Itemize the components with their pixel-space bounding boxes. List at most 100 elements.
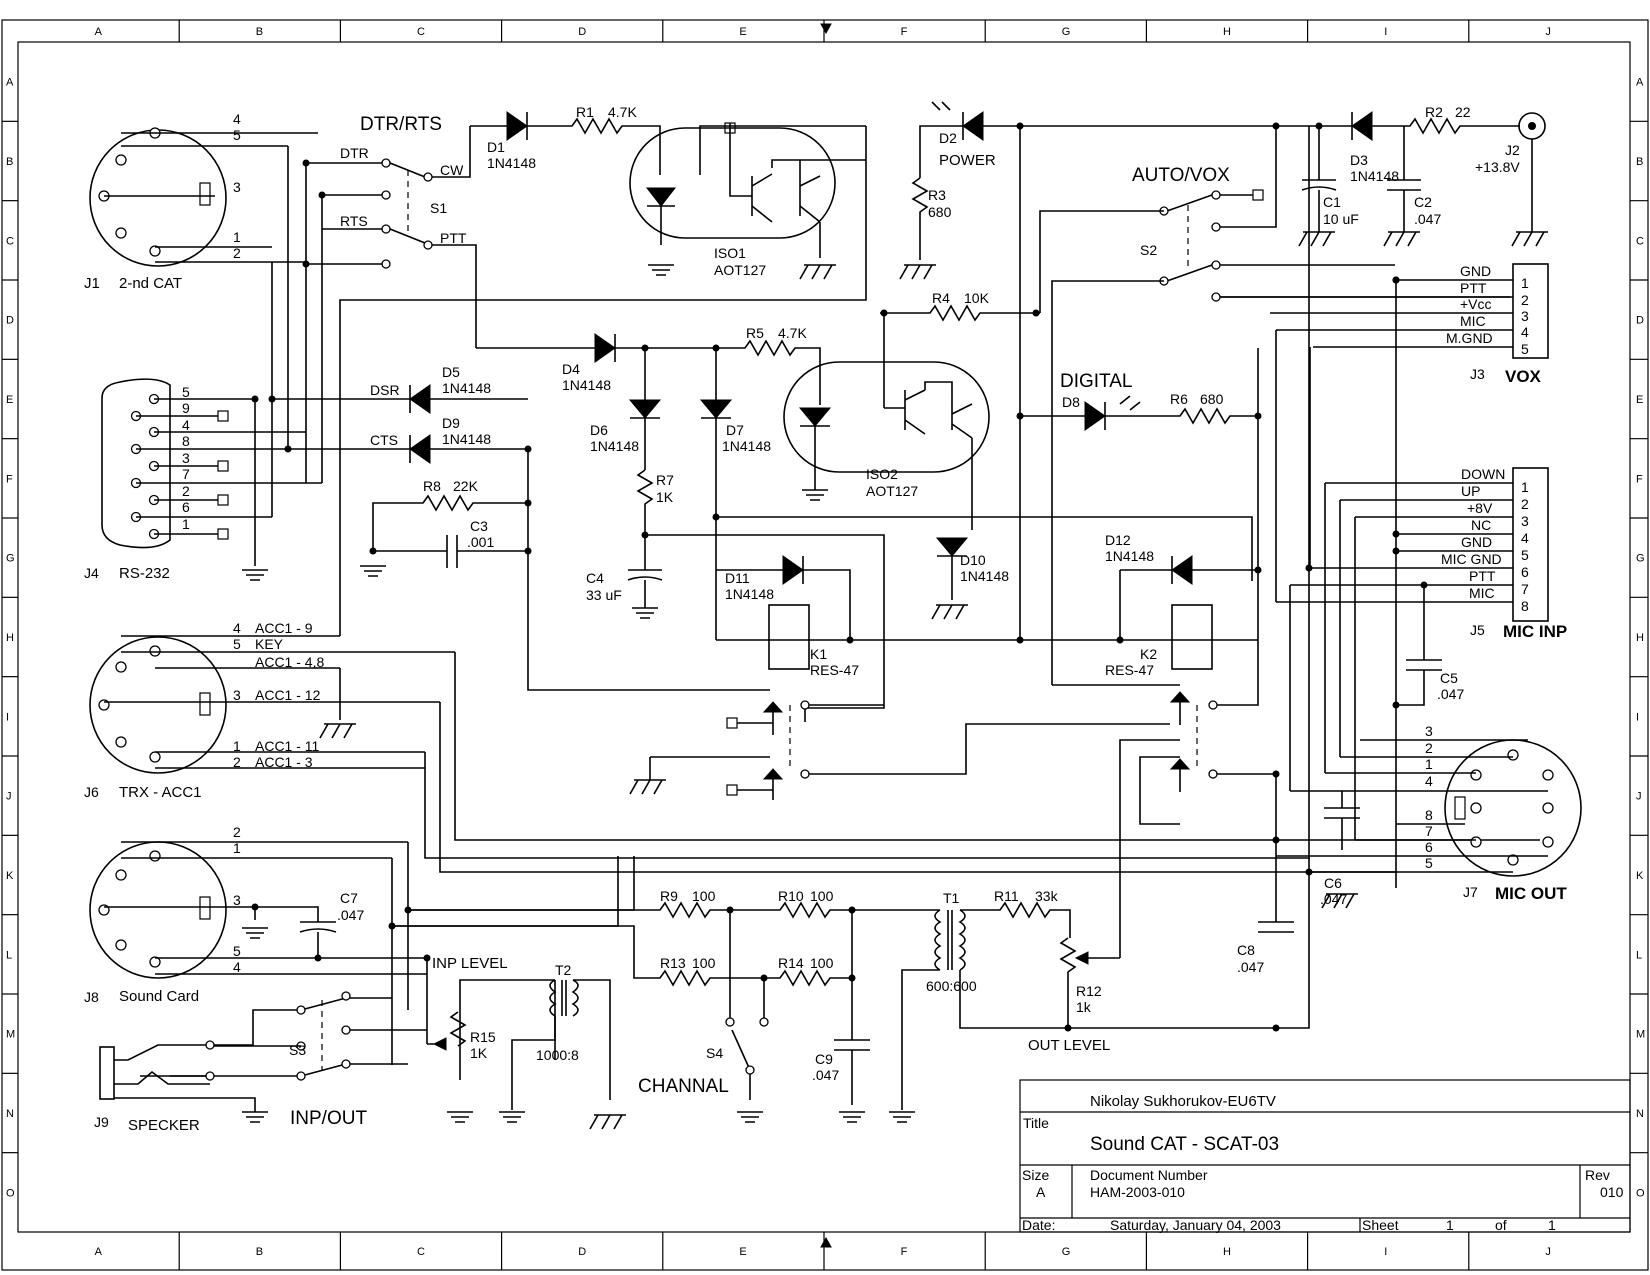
- r10-value: 100: [810, 888, 834, 904]
- r12-ref: R12: [1076, 983, 1102, 999]
- d6-ref: D6: [590, 422, 608, 438]
- grid-row-I-right: I: [1636, 711, 1639, 723]
- chassis-ground-icon: [319, 723, 356, 739]
- j5-pin-4: 4: [1521, 530, 1529, 546]
- power-led: D2 POWER R3 680: [911, 101, 1020, 260]
- r2-value: 22: [1455, 104, 1471, 120]
- j4-pin-4: 4: [182, 417, 190, 433]
- j4-db9-connector: 5 9 4 8 3 7 2 6 1 J4 RS-232: [84, 146, 326, 582]
- j7-pin-4: 4: [1425, 773, 1433, 789]
- j9-ref: J9: [94, 1114, 109, 1130]
- r15-ref: R15: [470, 1029, 496, 1045]
- dsr-label: DSR: [370, 382, 400, 398]
- j5-pin-ptt: PTT: [1469, 568, 1496, 584]
- r4-ref: R4: [932, 290, 950, 306]
- c7-value: .047: [337, 907, 364, 923]
- dtr-label: DTR: [340, 145, 369, 161]
- d12-ref: D12: [1105, 532, 1131, 548]
- d10-d11-k1: D10 1N4148 D11 1N4148 K1 RES-47: [716, 537, 1258, 678]
- j3-pin-3: 3: [1521, 308, 1529, 324]
- j7-ref: J7: [1463, 884, 1478, 900]
- d4-value: 1N4148: [562, 377, 611, 393]
- r1-value: 4.7K: [608, 104, 637, 120]
- j1-pin-4: 4: [233, 111, 241, 127]
- iso1-value: AOT127: [714, 262, 766, 278]
- acc-12-label: ACC1 - 12: [255, 687, 321, 703]
- ground-icon: [360, 565, 386, 577]
- j5-ref: J5: [1470, 622, 1485, 638]
- ground-icon: [499, 1111, 525, 1123]
- s3-ref: S3: [289, 1042, 306, 1058]
- k1-ref: K1: [810, 646, 827, 662]
- k2-value: RES-47: [1105, 662, 1154, 678]
- ground-icon: [889, 1111, 915, 1123]
- grid-row-B-right: B: [1636, 156, 1643, 168]
- j7-pin-2: 2: [1425, 740, 1433, 756]
- j5-pin-up: UP: [1461, 483, 1480, 499]
- ground-icon: [242, 569, 268, 581]
- r15-value: 1K: [470, 1045, 488, 1061]
- r14-ref: R14: [778, 955, 804, 971]
- j8-name: Sound Card: [119, 988, 199, 1005]
- grid-col-E-top: E: [739, 26, 746, 38]
- s2-ref: S2: [1140, 242, 1157, 258]
- grid-row-O-left: O: [6, 1187, 15, 1199]
- j5-pin-5: 5: [1521, 547, 1529, 563]
- j4-pin-8: 8: [182, 433, 190, 449]
- grid-row-G-left: G: [6, 553, 15, 565]
- grid-row-K-left: K: [6, 870, 14, 882]
- chassis-ground-icon: [931, 604, 968, 620]
- r4-value: 10K: [964, 290, 990, 306]
- d5-value: 1N4148: [442, 380, 491, 396]
- j6-name: TRX - ACC1: [119, 784, 202, 801]
- j3-ref: J3: [1470, 366, 1485, 382]
- grid-col-A-top: A: [95, 26, 103, 38]
- r11-value: 33k: [1035, 888, 1059, 904]
- r2-ref: R2: [1425, 104, 1443, 120]
- j6-ref: J6: [84, 784, 99, 800]
- j5-pin-2: 2: [1521, 496, 1529, 512]
- ground-icon: [242, 927, 268, 939]
- k1-value: RES-47: [810, 662, 859, 678]
- mic-out-label: MIC OUT: [1495, 884, 1567, 903]
- iso2-ref: ISO2: [866, 466, 898, 482]
- s1-switch: DTR/RTS DTR RTS CW PTT S1: [306, 114, 477, 348]
- d3-ref: D3: [1350, 152, 1368, 168]
- j5-pin-down: DOWN: [1461, 466, 1505, 482]
- j5-pin-micgnd: MIC GND: [1441, 551, 1502, 567]
- r8-value: 22K: [453, 478, 479, 494]
- docnum-value: HAM-2003-010: [1090, 1184, 1185, 1200]
- j1-din-connector: 4 5 3 1 2 J1 2-nd CAT: [84, 111, 318, 292]
- r6-value: 680: [1200, 391, 1224, 407]
- grid-row-E-left: E: [6, 394, 13, 406]
- k1-contacts: [649, 700, 1170, 800]
- doc-title: Sound CAT - SCAT-03: [1090, 1134, 1279, 1155]
- author: Nikolay Sukhorukov-EU6TV: [1090, 1093, 1276, 1110]
- j8-ref: J8: [84, 989, 99, 1005]
- r12-value: 1k: [1076, 999, 1092, 1015]
- t2-value: 1000:8: [536, 1047, 579, 1063]
- inp-out-label: INP/OUT: [290, 1108, 367, 1129]
- j5-connector: DOWN UP +8V NC GND MIC GND PTT MIC 12345…: [1275, 276, 1567, 888]
- s4-ref: S4: [706, 1045, 723, 1061]
- grid-col-D-bottom: D: [578, 1246, 586, 1258]
- j7-pin-8: 8: [1425, 807, 1433, 823]
- cts-label: CTS: [370, 432, 398, 448]
- j8-pin-4: 4: [233, 959, 241, 975]
- grid-row-G-right: G: [1636, 553, 1645, 565]
- j4-name: RS-232: [119, 565, 170, 582]
- d3-value: 1N4148: [1350, 168, 1399, 184]
- vox-label: VOX: [1505, 367, 1542, 386]
- d5-ref: D5: [442, 364, 460, 380]
- j1-ref: J1: [84, 275, 100, 292]
- j6-pin-4: 4: [233, 620, 241, 636]
- r3-value: 680: [928, 204, 952, 220]
- d2-ref: D2: [939, 130, 957, 146]
- r4: R4 10K: [880, 290, 1040, 322]
- j7-pin-1: 1: [1425, 756, 1433, 772]
- center-marker-top: [820, 23, 832, 35]
- r13-value: 100: [692, 955, 716, 971]
- r1-ref: R1: [576, 104, 594, 120]
